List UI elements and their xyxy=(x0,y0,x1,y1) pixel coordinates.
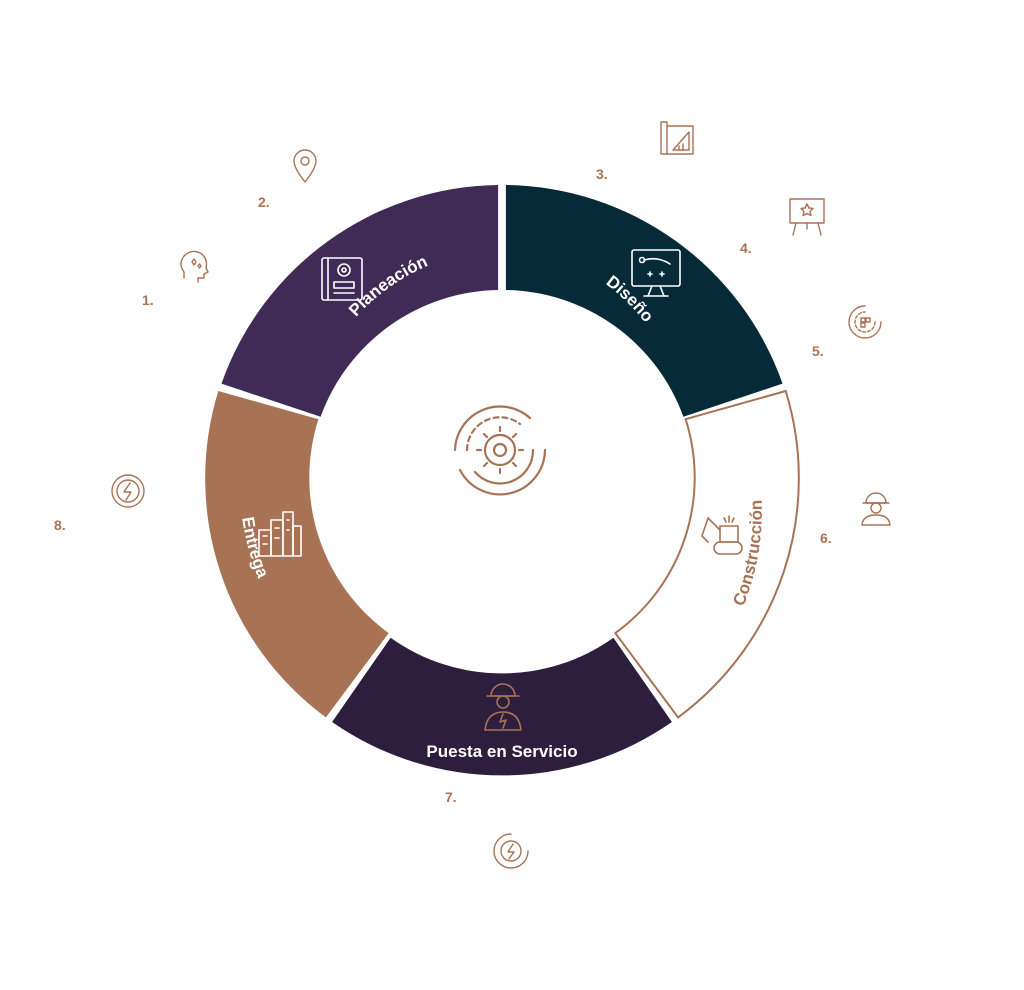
lightning-circle-icon xyxy=(111,474,145,508)
gear-lightning-icon xyxy=(493,833,529,869)
step-number-3: 3. xyxy=(596,166,608,182)
segment-diseno xyxy=(505,185,783,417)
step-number-7: 7. xyxy=(445,789,457,805)
segment-puesta-en-servicio xyxy=(332,637,672,776)
city-buildings-icon xyxy=(258,511,302,557)
segment-entrega xyxy=(205,391,389,718)
step-number-6: 6. xyxy=(820,530,832,546)
engineer-helmet-icon xyxy=(484,683,522,731)
center-gear-icon xyxy=(453,405,547,496)
segment-construccion xyxy=(613,389,800,719)
step-number-8: 8. xyxy=(54,517,66,533)
head-sparkles-icon xyxy=(180,250,209,283)
location-pin-icon xyxy=(293,149,317,183)
excavator-icon xyxy=(701,515,743,555)
presentation-board-icon xyxy=(789,198,825,236)
segment-planeacion xyxy=(221,185,499,417)
step-number-4: 4. xyxy=(740,240,752,256)
step-number-2: 2. xyxy=(258,194,270,210)
circular-grid-icon xyxy=(848,305,882,339)
blueprint-ruler-icon xyxy=(660,121,694,155)
monitor-chart-icon xyxy=(631,249,681,297)
notebook-gear-icon xyxy=(321,257,363,301)
worker-helmet-icon xyxy=(861,492,891,526)
step-number-5: 5. xyxy=(812,343,824,359)
label-puesta-en-servicio: Puesta en Servicio xyxy=(426,742,577,761)
step-number-1: 1. xyxy=(142,292,154,308)
